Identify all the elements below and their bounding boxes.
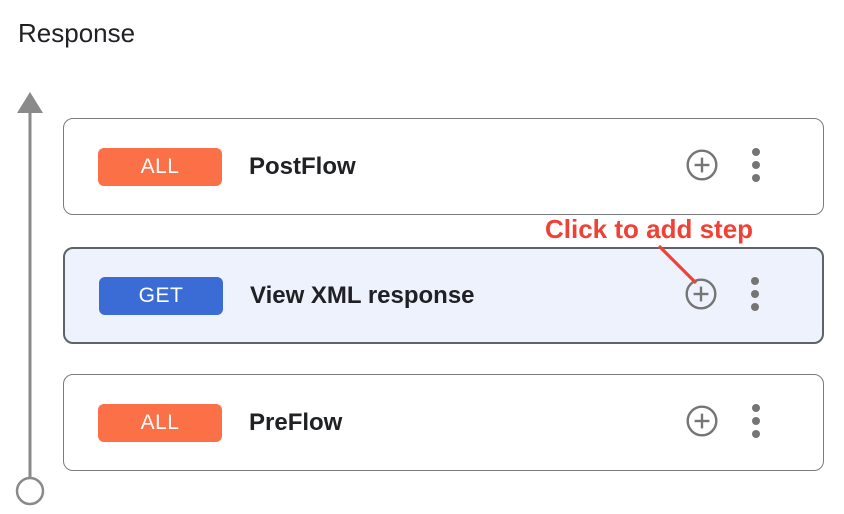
add-step-button[interactable] [684, 277, 718, 315]
add-step-button[interactable] [685, 404, 719, 442]
method-badge: ALL [98, 403, 222, 442]
up-arrow-connector [17, 92, 43, 478]
method-badge: ALL [98, 147, 222, 186]
add-step-button[interactable] [685, 148, 719, 186]
more-options-button[interactable] [739, 148, 773, 186]
page-title: Response [18, 18, 136, 48]
more-options-button[interactable] [739, 404, 773, 442]
flow-card-preflow[interactable]: ALL PreFlow [63, 374, 824, 471]
plus-circle-icon [684, 277, 718, 314]
flow-name: PreFlow [249, 408, 343, 436]
flow-card-view-xml-response[interactable]: GET View XML response [63, 247, 824, 344]
method-badge: GET [99, 276, 223, 315]
more-options-button[interactable] [738, 277, 772, 315]
flow-card-postflow[interactable]: ALL PostFlow [63, 118, 824, 215]
plus-circle-icon [685, 404, 719, 441]
open-circle-terminal [15, 476, 45, 506]
flow-name: View XML response [250, 281, 475, 309]
flow-name: PostFlow [249, 152, 356, 180]
kebab-menu-icon [751, 146, 761, 187]
plus-circle-icon [685, 148, 719, 185]
kebab-menu-icon [751, 402, 761, 443]
kebab-menu-icon [750, 275, 760, 316]
annotation-click-to-add-step: Click to add step [545, 214, 754, 244]
